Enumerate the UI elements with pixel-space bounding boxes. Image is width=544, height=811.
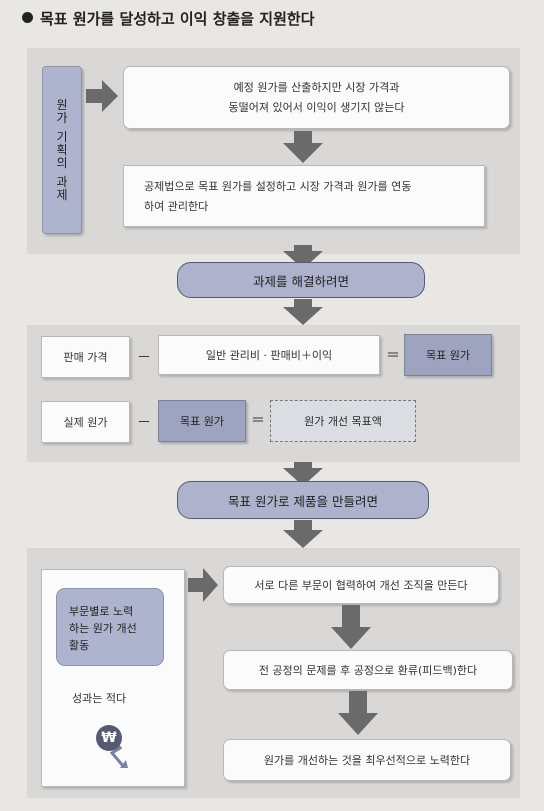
- equals-operator: ＝: [251, 413, 265, 429]
- arrow-down-icon: [283, 245, 323, 269]
- arrow-down-icon: [283, 462, 323, 486]
- page-title: 목표 원가를 달성하고 이익 창출을 지원한다: [22, 8, 315, 29]
- step-priority: 원가를 개선하는 것을 최우선적으로 노력한다: [223, 739, 511, 781]
- arrow-right-icon: [188, 568, 218, 602]
- minus-operator: －: [137, 350, 151, 366]
- minus-operator: －: [137, 415, 151, 431]
- department-effort-label: 부문별로 노력 하는 원가 개선 활동: [56, 588, 164, 666]
- equals-operator: ＝: [386, 348, 400, 364]
- title-text: 목표 원가를 달성하고 이익 창출을 지원한다: [40, 10, 315, 28]
- actual-cost-box: 실제 원가: [41, 401, 130, 443]
- arrow-down-icon: [283, 131, 323, 163]
- target-cost-result-box: 목표 원가: [404, 334, 492, 376]
- won-coin-icon: ₩: [96, 725, 122, 751]
- bullet-icon: [22, 12, 33, 23]
- target-cost-box: 목표 원가: [158, 400, 246, 442]
- sidebar-label-word-2: 기 획 의: [56, 129, 68, 170]
- improvement-target-box: 원가 개선 목표액: [270, 400, 416, 442]
- sales-price-box: 판매 가격: [41, 336, 130, 378]
- step-feedback: 전 공정의 문제를 후 공정으로 환류(피드백)한다: [223, 650, 513, 690]
- sidebar-label-word-1: 원 가: [56, 97, 68, 125]
- expense-profit-box: 일반 관리비 · 판매비＋이익: [158, 335, 380, 375]
- step-cooperation: 서로 다른 부문이 협력하여 개선 조직을 만든다: [223, 566, 499, 604]
- sidebar-label-card: 원 가 기 획 의 과 제: [42, 66, 82, 234]
- arrow-right-icon: [86, 80, 118, 112]
- result-text: 성과는 적다: [72, 692, 127, 705]
- arrow-down-icon: [283, 299, 323, 325]
- department-effort-card: 부문별로 노력 하는 원가 개선 활동 성과는 적다 ₩: [41, 569, 185, 787]
- sidebar-label-word-3: 과 제: [56, 174, 68, 202]
- problem-box: 예정 원가를 산출하지만 시장 가격과 동떨어져 있어서 이익이 생기지 않는다: [123, 66, 510, 129]
- arrow-down-icon: [283, 520, 323, 548]
- arrow-down-icon: [331, 605, 371, 649]
- solution-box: 공제법으로 목표 원가를 설정하고 시장 가격과 원가를 연동 하여 관리한다: [123, 165, 485, 227]
- produce-pill: 목표 원가로 제품을 만들려면: [177, 481, 429, 519]
- arrow-down-icon: [338, 691, 378, 735]
- solve-pill: 과제를 해결하려면: [177, 262, 425, 298]
